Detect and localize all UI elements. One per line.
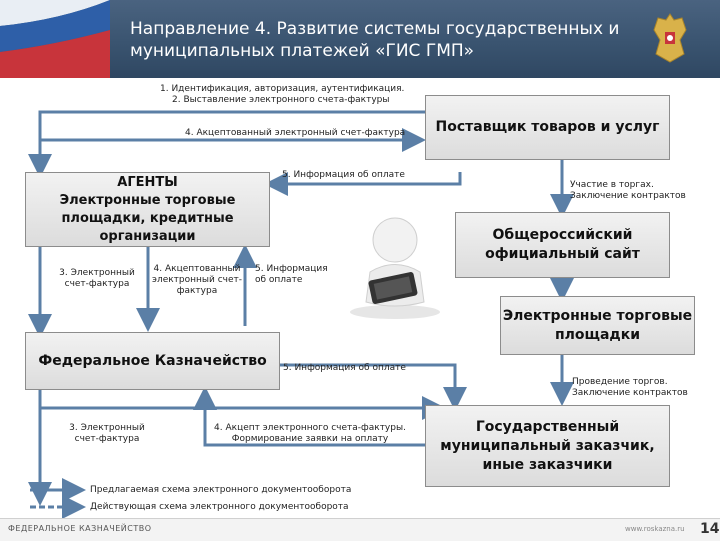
official-site-box: Общероссийский официальный сайт (455, 212, 670, 278)
footer-url: www.roskazna.ru (625, 525, 685, 533)
etp-box: Электронные торговые площадки (500, 296, 695, 355)
label-accepted-invoice-top: 4. Акцептованный электронный счет-фактур… (185, 128, 406, 138)
label-payment-info-mid: 5. Информация об оплате (255, 264, 328, 285)
page-number: 14 (700, 521, 720, 537)
label-invoice-left: 3. Электронный счет-фактура (59, 268, 135, 289)
label-participation: Участие в торгах. Заключение контрактов (570, 180, 686, 201)
label-payment-info-bottom: 5. Информация об оплате (283, 363, 406, 373)
flag-graphic (0, 0, 110, 78)
supplier-box: Поставщик товаров и услуг (425, 95, 670, 160)
agents-subtitle: Электронные торговые площадки, кредитные… (59, 192, 236, 244)
eagle-emblem-icon (653, 13, 687, 63)
customer-box: Государственный муниципальный заказчик, … (425, 405, 670, 487)
person-with-tablet-icon (350, 217, 440, 319)
header-banner: Направление 4. Развитие системы государс… (0, 0, 720, 78)
label-accepted-invoice-mid: 4. Акцептованный электронный счет-фактур… (152, 264, 243, 296)
label-payment-info-top: 5. Информация об оплате (282, 170, 405, 180)
agents-box: АГЕНТЫ Электронные торговые площадки, кр… (25, 172, 270, 247)
label-identification: 1. Идентификация, авторизация, аутентифи… (160, 84, 405, 94)
label-invoice-issue: 2. Выставление электронного счета-фактур… (172, 95, 390, 105)
footer: ФЕДЕРАЛЬНОЕ КАЗНАЧЕЙСТВО www.roskazna.ru… (0, 518, 720, 541)
label-invoice-bottom: 3. Электронный счет-фактура (69, 423, 145, 444)
agents-title: АГЕНТЫ (117, 174, 178, 190)
treasury-box: Федеральное Казначейство (25, 332, 280, 390)
footer-org: ФЕДЕРАЛЬНОЕ КАЗНАЧЕЙСТВО (8, 524, 152, 533)
legend-proposed: Предлагаемая схема электронного документ… (90, 485, 352, 495)
label-accept-and-request: 4. Акцепт электронного счета-фактуры. Фо… (214, 423, 406, 444)
page-title: Направление 4. Развитие системы государс… (130, 19, 620, 61)
legend-current: Действующая схема электронного документо… (90, 502, 349, 512)
label-conduct: Проведение торгов. Заключение контрактов (572, 377, 688, 398)
